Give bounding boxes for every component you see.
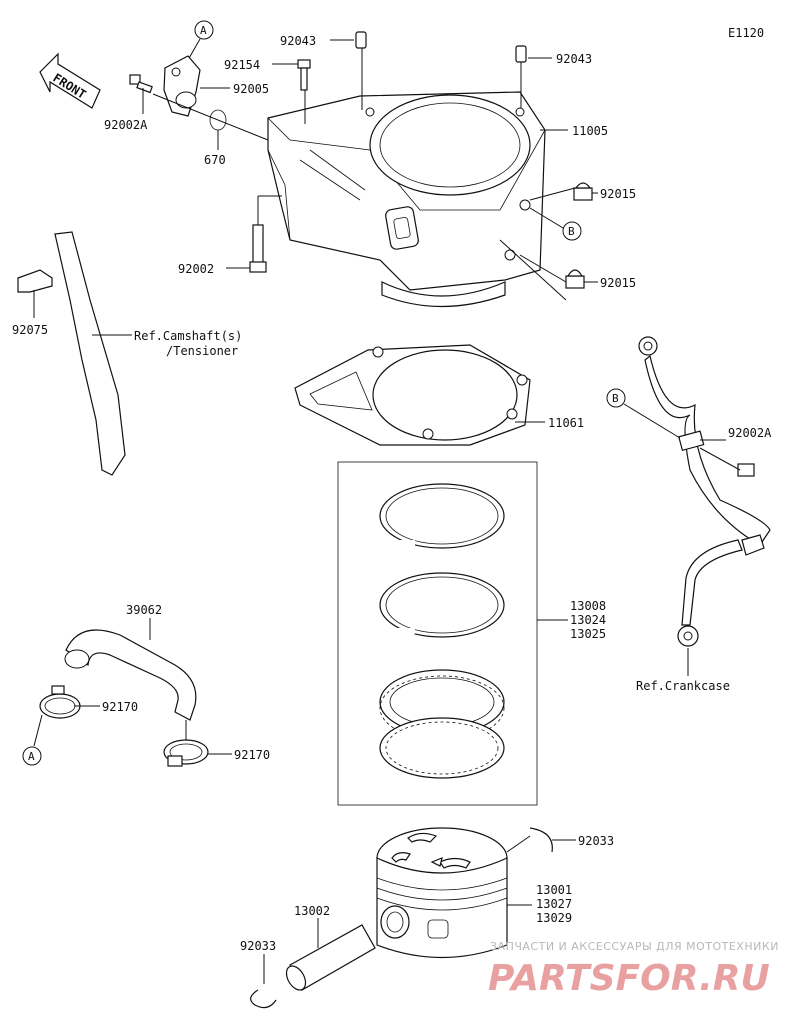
watermark-tagline: ЗАПЧАСТИ И АКСЕССУАРЫ ДЛЯ МОТОТЕХНИКИ [490, 940, 779, 953]
callout-a-bottom: A [22, 714, 43, 766]
label-92043-right: 92043 [556, 52, 592, 66]
label-92002a-right: 92002A [728, 426, 772, 440]
bolt-92002 [249, 224, 267, 273]
label-13027: 13027 [536, 897, 572, 911]
svg-text:A: A [28, 750, 35, 763]
water-hose-39062 [65, 629, 197, 721]
cap-nut-92015-top [573, 182, 593, 201]
callout-b-cylinder: B [529, 207, 582, 241]
label-13008: 13008 [570, 599, 606, 613]
label-11061: 11061 [548, 416, 584, 430]
cylinder-block [267, 91, 546, 308]
cap-nut-92015-bottom [565, 269, 585, 289]
dowel-pin-92043-right [515, 45, 527, 63]
piston-pin [285, 924, 376, 991]
dowel-pin-92043-left [355, 31, 367, 49]
oil-pipe-assembly [638, 336, 771, 647]
bolt-92002a-top [129, 74, 153, 94]
label-92002a-top: 92002A [104, 118, 148, 132]
piston-ring-top [379, 483, 505, 549]
part-labels: 92043 92043 92154 92005 92002A 670 11005… [12, 34, 772, 953]
svg-text:A: A [200, 24, 207, 37]
hose-clamp-92170-left [39, 685, 81, 719]
svg-text:B: B [568, 225, 575, 238]
callout-a-top: A [187, 20, 214, 61]
label-13029: 13029 [536, 911, 572, 925]
piston-ring-set-frame [337, 461, 538, 806]
front-arrow-icon: FRONT [39, 52, 101, 109]
label-92170-left: 92170 [102, 700, 138, 714]
piston [376, 827, 508, 959]
label-92002: 92002 [178, 262, 214, 276]
label-ref-crankcase: Ref.Crankcase [636, 679, 730, 693]
label-92033-top: 92033 [578, 834, 614, 848]
coolant-fitting [163, 55, 201, 117]
cam-chain-guide [54, 231, 126, 476]
diagram-code: E1120 [728, 26, 764, 40]
label-670: 670 [204, 153, 226, 167]
label-92015-top: 92015 [600, 187, 636, 201]
label-92075: 92075 [12, 323, 48, 337]
label-39062: 39062 [126, 603, 162, 617]
cylinder-gasket [294, 344, 531, 446]
label-92170-right: 92170 [234, 748, 270, 762]
circlip-92033-top [529, 827, 553, 853]
hose-clamp-92170-right [163, 739, 209, 767]
leader-lines [33, 39, 741, 984]
label-13002: 13002 [294, 904, 330, 918]
svg-text:B: B [612, 392, 619, 405]
bolt-92154 [297, 59, 311, 91]
label-92043-left: 92043 [280, 34, 316, 48]
label-13001: 13001 [536, 883, 572, 897]
label-ref-tensioner: /Tensioner [166, 344, 238, 358]
label-13024: 13024 [570, 613, 606, 627]
label-92033-bottom: 92033 [240, 939, 276, 953]
piston-oil-ring [379, 669, 505, 779]
clip-92075 [17, 269, 53, 293]
watermark: ЗАПЧАСТИ И АКСЕССУАРЫ ДЛЯ МОТОТЕХНИКИ PA… [488, 940, 779, 999]
label-ref-camshaft: Ref.Camshaft(s) [134, 329, 242, 343]
label-11005: 11005 [572, 124, 608, 138]
label-92154: 92154 [224, 58, 260, 72]
piston-ring-second [379, 572, 505, 638]
callout-b-pipe: B [606, 388, 681, 439]
bolt-92002a-right [737, 463, 755, 477]
watermark-brand: PARTSFOR.RU [488, 958, 770, 999]
circlip-92033-bottom [250, 989, 277, 1009]
label-92015-bottom: 92015 [600, 276, 636, 290]
label-92005: 92005 [233, 82, 269, 96]
label-13025: 13025 [570, 627, 606, 641]
